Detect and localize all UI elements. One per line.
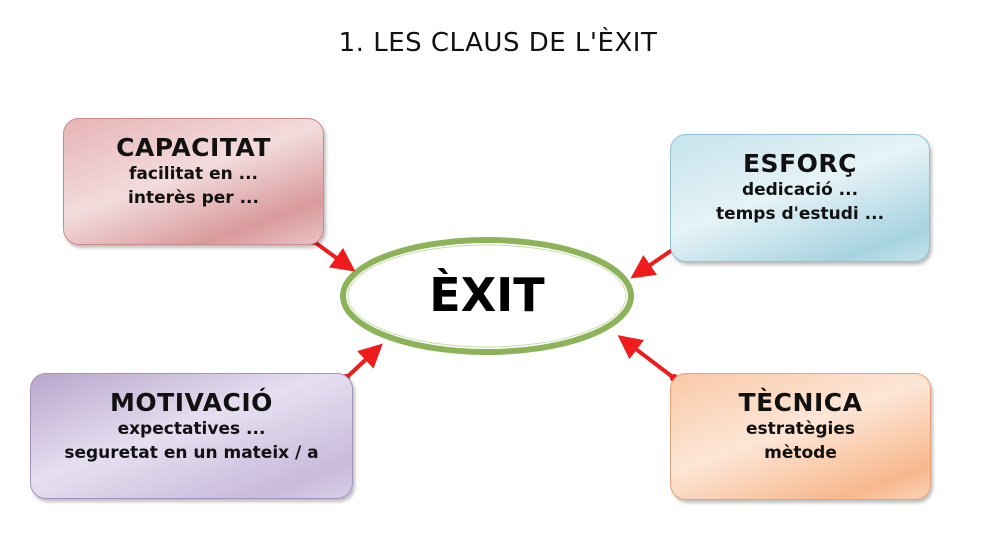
arrow-motivacio: [344, 343, 383, 380]
box-motivacio: MOTIVACIÓ expectatives ... seguretat en …: [30, 373, 353, 499]
box-line: estratègies: [746, 419, 855, 439]
box-line: mètode: [764, 443, 837, 463]
box-line: temps d'estudi ...: [715, 204, 885, 224]
box-esforc: ESFORÇ dedicació ... temps d'estudi ...: [670, 134, 930, 262]
box-heading: MOTIVACIÓ: [110, 388, 273, 417]
box-tecnica: TÈCNICA estratègies mètode: [670, 373, 931, 500]
arrow-capacitat: [311, 239, 356, 272]
box-heading: TÈCNICA: [738, 388, 863, 417]
box-heading: CAPACITAT: [116, 133, 271, 162]
box-heading: ESFORÇ: [742, 149, 857, 178]
box-line: interès per ...: [128, 188, 259, 208]
arrow-tecnica: [617, 335, 676, 380]
box-capacitat: CAPACITAT facilitat en ... interès per .…: [63, 118, 324, 245]
page-title: 1. LES CLAUS DE L'ÈXIT: [338, 28, 658, 58]
box-line: facilitat en ...: [129, 164, 258, 184]
arrow-esforc: [630, 246, 677, 279]
box-line: dedicació ...: [741, 180, 859, 200]
box-line: seguretat en un mateix / a: [64, 443, 319, 463]
success-ellipse: [340, 237, 634, 355]
success-label: ÈXIT: [429, 268, 545, 322]
box-line: expectatives ...: [117, 419, 266, 439]
